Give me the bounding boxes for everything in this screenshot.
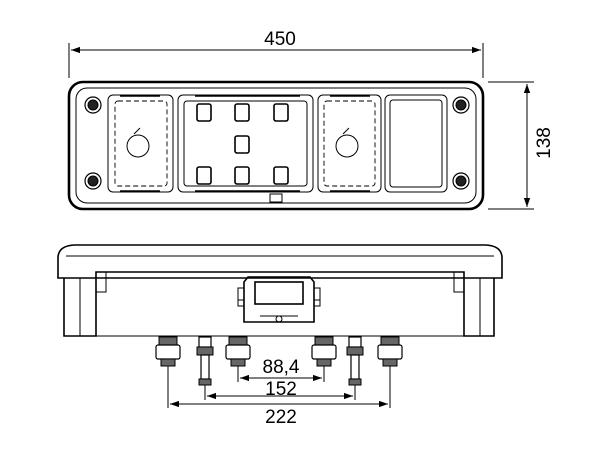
connector-1: [155, 336, 181, 372]
dimension-width-label: 450: [264, 29, 296, 50]
led-row-top: [196, 103, 289, 122]
connector-3: [225, 336, 251, 372]
connector-6: [377, 336, 403, 372]
dimension-connector-middle-label: 152: [265, 379, 297, 400]
center-chamber: [177, 94, 314, 203]
mounting-screw-bottom-right: [452, 172, 470, 190]
connector-5: [346, 336, 364, 392]
mounting-screw-bottom-left: [84, 172, 102, 190]
connector-4: [311, 336, 337, 372]
mounting-screw-top-right: [452, 96, 470, 114]
side-view: [57, 244, 503, 392]
mounting-bracket: [237, 276, 321, 323]
dimension-connector-inner: 88,4: [237, 357, 325, 382]
dimension-connector-middle: 152: [204, 379, 356, 400]
reflector-window: [384, 94, 448, 193]
front-view: [67, 80, 485, 211]
dimension-height-label: 138: [534, 127, 555, 159]
dimension-width: 450: [68, 29, 484, 78]
lens-profile: [57, 244, 503, 279]
housing-inner-outline: [75, 87, 477, 204]
dimension-height: 138: [488, 81, 555, 210]
housing-outline: [67, 80, 485, 211]
dimension-connector-outer: 222: [167, 372, 391, 428]
led-center: [234, 135, 250, 154]
left-chamber: [107, 94, 174, 193]
led-row-bottom: [196, 166, 289, 185]
dimension-connector-inner-label: 88,4: [263, 357, 300, 378]
right-chamber: [317, 94, 382, 193]
connector-2: [196, 336, 214, 392]
dimension-connector-outer-label: 222: [265, 407, 297, 428]
housing-body: [63, 271, 495, 337]
mounting-screw-top-left: [84, 96, 102, 114]
